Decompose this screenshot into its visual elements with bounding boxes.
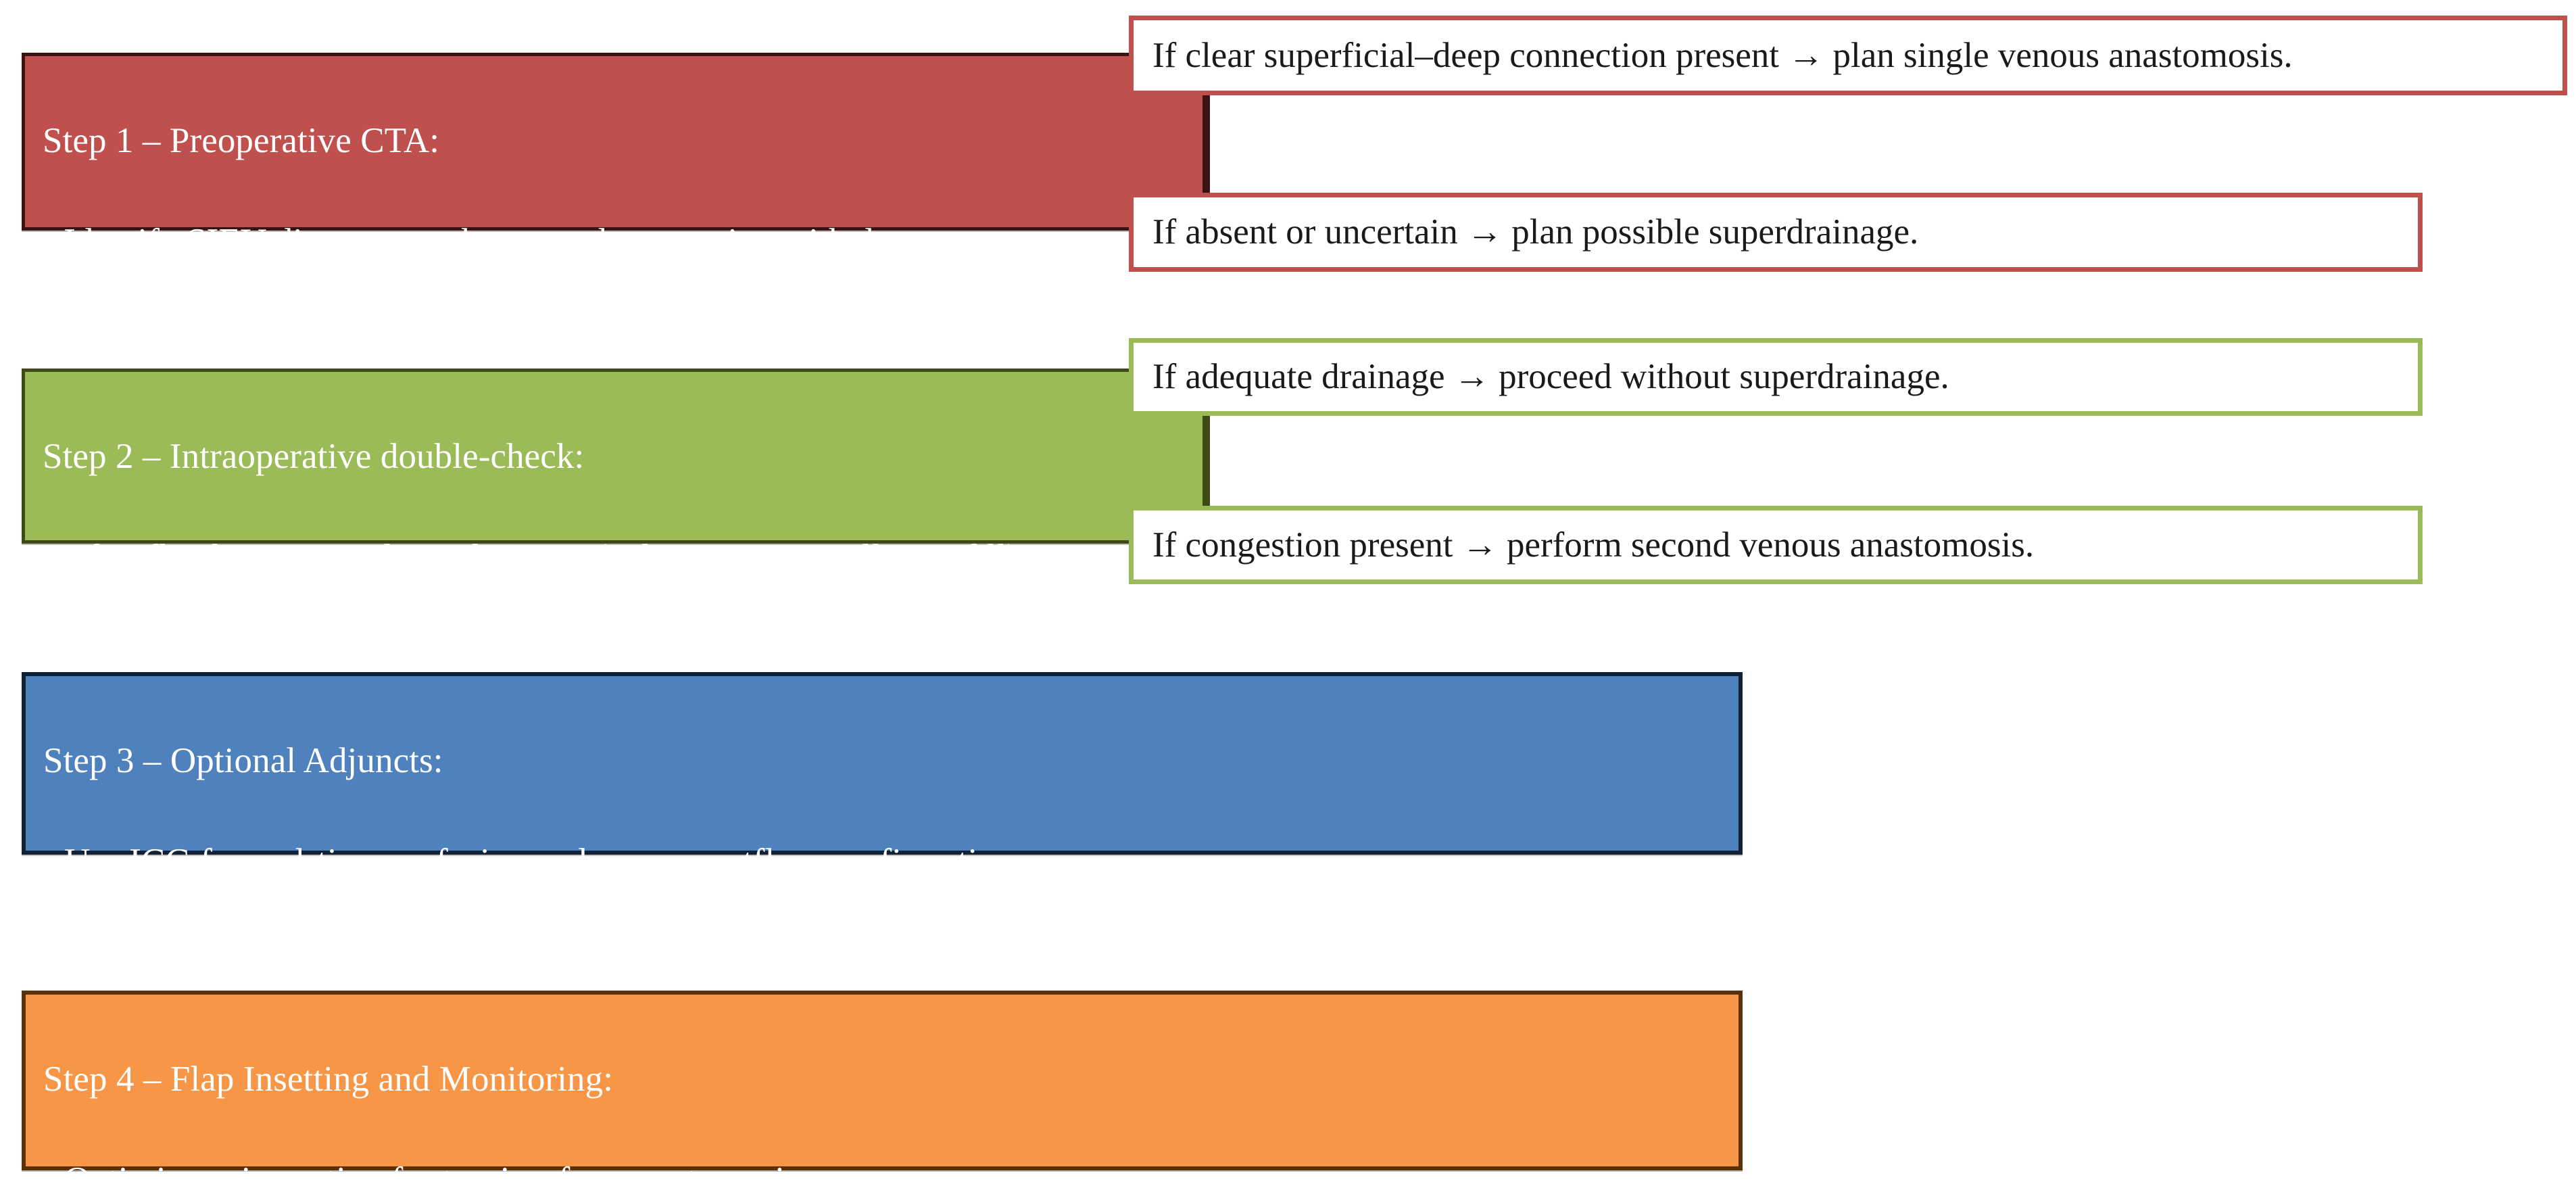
step-1-box[interactable]: Step 1 – Preoperative CTA: - Identify SI…	[22, 53, 1206, 261]
step-1-branch-1-box[interactable]: If clear superficial–deep connection pre…	[1129, 16, 2567, 95]
step-2-heading: Step 2 – Intraoperative double-check:	[43, 437, 585, 477]
step-4-heading: Step 4 – Flap Insetting and Monitoring:	[43, 1060, 614, 1099]
step-1-branch-2-box[interactable]: If absent or uncertain → plan possible s…	[1129, 193, 2423, 272]
step-4-detail-1: - Optimize vein routing for tension-free…	[43, 1160, 808, 1188]
step-1-branch-1-label: If clear superficial–deep connection pre…	[1152, 35, 2293, 75]
step-2-branch-1-box[interactable]: If adequate drainage → proceed without s…	[1129, 338, 2423, 416]
step-1-branch-2-label: If absent or uncertain → plan possible s…	[1152, 212, 1919, 252]
step-2-detail: - After flap harvest, evaluate drainage …	[43, 537, 1028, 577]
step-2-branch-1-label: If adequate drainage → proceed without s…	[1152, 357, 1949, 397]
step-2-connector-line	[1205, 409, 1210, 514]
step-2-branch-2-label: If congestion present → perform second v…	[1152, 525, 2035, 565]
step-1-connector-line	[1205, 88, 1210, 199]
step-1-heading: Step 1 – Preoperative CTA:	[43, 121, 440, 161]
step-2-branch-2-box[interactable]: If congestion present → perform second v…	[1129, 506, 2423, 584]
step-3-box[interactable]: Step 3 – Optional Adjuncts: - Use ICG fo…	[22, 672, 1743, 981]
step-4-box[interactable]: Step 4 – Flap Insetting and Monitoring: …	[22, 991, 1743, 1188]
step-3-heading: Step 3 – Optional Adjuncts:	[43, 741, 443, 781]
step-2-box[interactable]: Step 2 – Intraoperative double-check: - …	[22, 369, 1206, 577]
step-3-detail-1: - Use ICG for real-time perfusion and ve…	[43, 841, 1023, 881]
step-1-detail: - Identify SIEV diameter, pathway, and c…	[43, 221, 1152, 261]
step-3-detail-2: - Particularly useful in ambiguous CTA c…	[43, 941, 1235, 981]
